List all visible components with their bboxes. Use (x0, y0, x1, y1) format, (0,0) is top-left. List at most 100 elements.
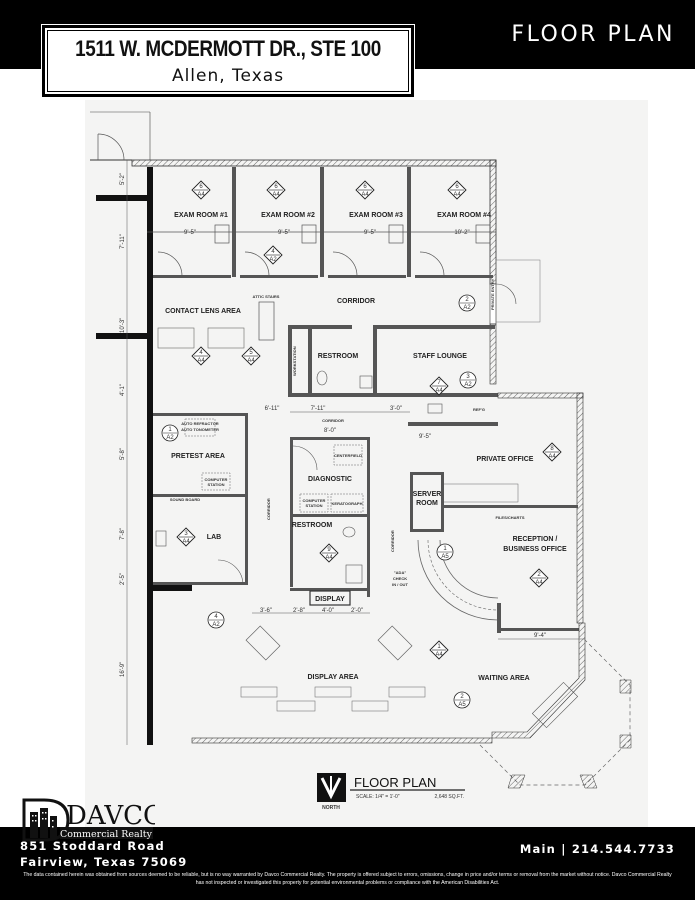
footer-bar (0, 827, 695, 900)
legal-disclaimer: The data contained herein was obtained f… (23, 872, 672, 886)
svg-text:A5: A5 (441, 554, 449, 560)
svg-text:A4: A4 (272, 192, 280, 198)
svg-text:AUTO TONOMETER: AUTO TONOMETER (181, 427, 219, 432)
svg-text:STATION: STATION (306, 503, 323, 508)
svg-text:A4: A4 (361, 192, 369, 198)
office-city: Fairview, Texas 75069 (20, 855, 188, 869)
room-lab: LAB (207, 534, 221, 541)
svg-text:A4: A4 (535, 580, 543, 586)
room-reception: RECEPTION / (513, 536, 558, 543)
svg-text:5'-2": 5'-2" (120, 173, 126, 185)
svg-text:3'-6": 3'-6" (260, 608, 272, 614)
room-exam-4: EXAM ROOM #4 (437, 212, 491, 219)
svg-text:WORKSTATION: WORKSTATION (292, 346, 297, 376)
logo-subtitle: Commercial Realty (60, 829, 153, 840)
svg-text:8: 8 (550, 446, 554, 452)
svg-text:5: 5 (249, 350, 253, 356)
address-box: 1511 W. MCDERMOTT DR., STE 100 Allen, Te… (41, 24, 415, 98)
svg-text:"ADA": "ADA" (394, 570, 407, 575)
svg-text:7'-11": 7'-11" (311, 406, 326, 412)
svg-text:COMPUTER: COMPUTER (205, 477, 228, 482)
svg-text:6: 6 (199, 184, 203, 190)
logo-wordmark: DAVCO (66, 801, 155, 831)
north-label: NORTH (322, 805, 340, 811)
room-corridor-3: CORRIDOR (266, 498, 271, 520)
svg-text:4'-0": 4'-0" (322, 608, 334, 614)
room-display: DISPLAY (315, 596, 345, 603)
page-title: FLOOR PLAN (511, 22, 675, 47)
svg-text:SOUND BOARD: SOUND BOARD (170, 497, 200, 502)
svg-text:2: 2 (460, 694, 464, 700)
room-corridor-2: CORRIDOR (322, 418, 344, 423)
plan-scale: SCALE: 1/4" = 1'-0" (356, 794, 400, 800)
property-address: 1511 W. MCDERMOTT DR., STE 100 (75, 36, 381, 61)
svg-text:8'-0": 8'-0" (324, 428, 336, 434)
svg-text:16'-9": 16'-9" (120, 662, 126, 677)
svg-text:A4: A4 (197, 192, 205, 198)
svg-text:A2: A2 (464, 382, 472, 388)
room-exam-1: EXAM ROOM #1 (174, 212, 228, 219)
svg-text:STATION: STATION (208, 482, 225, 487)
svg-text:10'-2": 10'-2" (454, 230, 469, 236)
svg-text:4'-1": 4'-1" (120, 384, 126, 396)
office-address: 851 Stoddard Road Fairview, Texas 75069 (20, 838, 187, 870)
svg-text:2: 2 (537, 572, 541, 578)
svg-text:A2: A2 (166, 435, 174, 441)
office-street: 851 Stoddard Road (20, 839, 165, 853)
room-waiting-area: WAITING AREA (478, 675, 529, 682)
property-city: Allen, Texas (171, 66, 285, 86)
svg-text:6: 6 (363, 184, 367, 190)
room-pretest: PRETEST AREA (171, 453, 225, 460)
svg-text:A4: A4 (435, 388, 443, 394)
svg-text:ROOM: ROOM (416, 500, 438, 507)
room-contact-lens: CONTACT LENS AREA (165, 308, 241, 315)
svg-text:2'-5": 2'-5" (120, 573, 126, 585)
room-corridor-main: CORRIDOR (337, 298, 375, 305)
davco-logo: DAVCO Commercial Realty (20, 796, 164, 842)
svg-text:A2: A2 (463, 305, 471, 311)
svg-text:PRIVATE ENTRY: PRIVATE ENTRY (490, 278, 495, 310)
svg-text:2'-8": 2'-8" (293, 608, 305, 614)
svg-text:A4: A4 (182, 539, 190, 545)
svg-text:4: 4 (271, 249, 275, 255)
svg-text:2'-0": 2'-0" (351, 608, 363, 614)
room-corridor-4: CORRIDOR (390, 530, 395, 552)
svg-text:10'-3": 10'-3" (120, 318, 126, 333)
room-staff-lounge: STAFF LOUNGE (413, 353, 467, 360)
svg-text:2: 2 (465, 297, 469, 303)
svg-text:9'-5": 9'-5" (364, 230, 376, 236)
svg-text:FILES/CHARTS: FILES/CHARTS (495, 515, 524, 520)
svg-text:A4: A4 (435, 652, 443, 658)
svg-text:7: 7 (437, 380, 441, 386)
room-display-area: DISPLAY AREA (307, 674, 358, 681)
svg-text:1: 1 (437, 644, 441, 650)
svg-text:3'-0": 3'-0" (390, 406, 402, 412)
svg-text:6'-11": 6'-11" (265, 406, 280, 412)
svg-text:A2: A2 (269, 257, 277, 263)
room-exam-2: EXAM ROOM #2 (261, 212, 315, 219)
svg-text:A5: A5 (458, 702, 466, 708)
room-restroom-2: RESTROOM (292, 522, 333, 529)
svg-text:7'-8": 7'-8" (120, 528, 126, 540)
svg-text:5'-8": 5'-8" (120, 448, 126, 460)
svg-text:3: 3 (184, 531, 188, 537)
svg-text:IN / OUT: IN / OUT (392, 582, 408, 587)
svg-text:7'-11": 7'-11" (120, 234, 126, 249)
svg-text:A4: A4 (548, 454, 556, 460)
svg-text:9: 9 (327, 547, 331, 553)
svg-text:3: 3 (466, 374, 470, 380)
svg-text:ATTIC STAIRS: ATTIC STAIRS (253, 294, 280, 299)
svg-text:1: 1 (168, 427, 172, 433)
room-private-office: PRIVATE OFFICE (477, 456, 534, 463)
svg-text:BUSINESS OFFICE: BUSINESS OFFICE (503, 546, 567, 553)
room-restroom-1: RESTROOM (318, 353, 359, 360)
svg-text:A4: A4 (453, 192, 461, 198)
room-diagnostic: DIAGNOSTIC (308, 476, 352, 483)
plan-area: 2,648 SQ.FT. (435, 794, 464, 800)
room-server: SERVER (413, 491, 442, 498)
svg-text:9'-5": 9'-5" (278, 230, 290, 236)
svg-text:1: 1 (443, 546, 447, 552)
phone-number: Main | 214.544.7733 (519, 842, 675, 856)
svg-text:CENTERFIELD: CENTERFIELD (334, 453, 362, 458)
svg-text:A4: A4 (247, 358, 255, 364)
